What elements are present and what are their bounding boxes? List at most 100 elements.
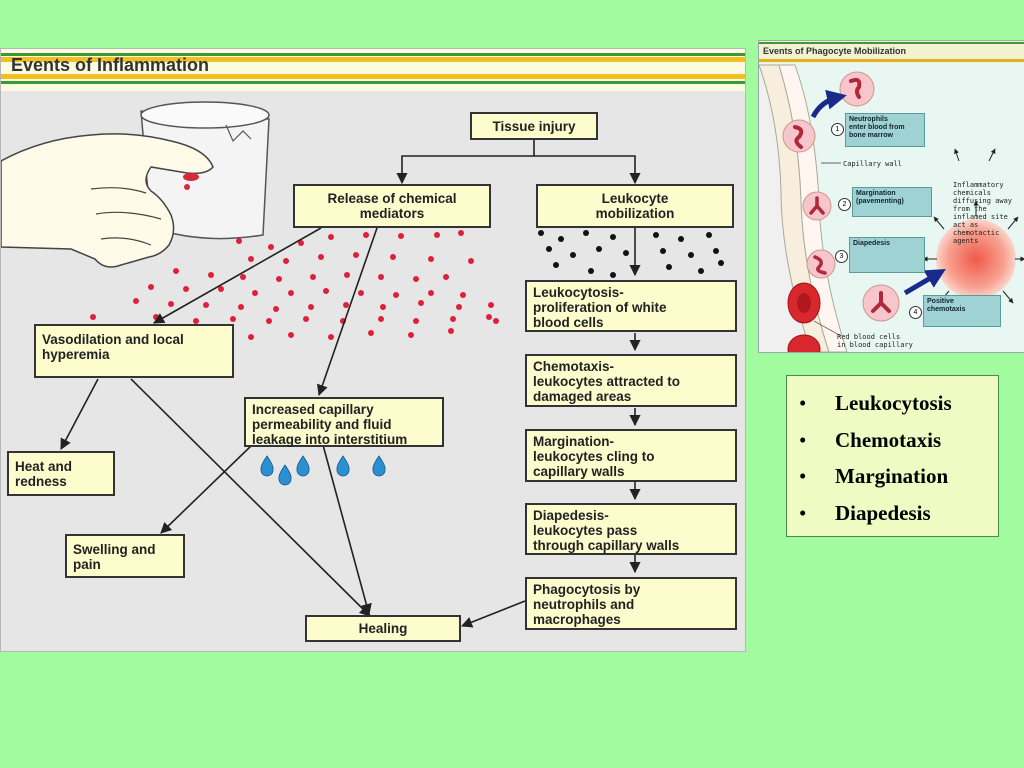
- box-leukocyte-mobilization: Leukocyte mobilization: [536, 184, 734, 228]
- dot: [713, 248, 719, 254]
- dot: [252, 290, 258, 296]
- box-margination: Margination- leukocytes cling to capilla…: [525, 429, 737, 482]
- dot: [468, 258, 474, 264]
- box-vasodilation: Vasodilation and local hyperemia: [34, 324, 234, 378]
- red-blood-cells-label: Red blood cells in blood capillary: [837, 333, 913, 349]
- step-label: Neutrophils enter blood from bone marrow: [845, 113, 925, 147]
- header-stripe: [1, 53, 745, 56]
- dot: [488, 302, 494, 308]
- dot: [203, 302, 209, 308]
- dot: [718, 260, 724, 266]
- right-header-stripe: [759, 59, 1024, 62]
- step-label: Positive chemotaxis: [923, 295, 1001, 327]
- dot: [443, 274, 449, 280]
- dot: [610, 234, 616, 240]
- box-leukocytosis: Leukocytosis- proliferation of white blo…: [525, 280, 737, 332]
- dot: [276, 276, 282, 282]
- dot: [610, 272, 616, 278]
- step-label: Diapedesis: [849, 237, 925, 273]
- bullet-item: Leukocytosis: [787, 385, 998, 422]
- drop: [372, 455, 386, 477]
- red-blood-cells: [787, 282, 821, 352]
- box-release-mediators: Release of chemical mediators: [293, 184, 491, 228]
- phagocyte-mobilization-diagram: Events of Phagocyte Mobilization: [758, 40, 1024, 353]
- chemotaxis-arrow: [903, 268, 946, 296]
- connectors: [60, 139, 641, 628]
- dot: [318, 254, 324, 260]
- dot: [546, 246, 552, 252]
- dot: [273, 306, 279, 312]
- dot: [208, 272, 214, 278]
- dot: [666, 264, 672, 270]
- inflammatory-chemicals-label: Inflammatory chemicals diffusing away fr…: [953, 181, 1013, 245]
- inflammation-diagram: Events of Inflammation: [0, 48, 746, 652]
- dot: [303, 316, 309, 322]
- dot: [493, 318, 499, 324]
- bullet-item: Chemotaxis: [787, 422, 998, 459]
- drop: [296, 455, 310, 477]
- dot: [378, 274, 384, 280]
- summary-bullet-box: Leukocytosis Chemotaxis Margination Diap…: [786, 375, 999, 537]
- step-number: 1: [831, 123, 844, 136]
- header-stripe: [1, 57, 745, 62]
- dot: [283, 258, 289, 264]
- dot: [288, 332, 294, 338]
- fluid-drops: [260, 455, 386, 486]
- dot: [570, 252, 576, 258]
- inflamed-site-glow: [936, 219, 1016, 299]
- dot: [456, 304, 462, 310]
- bullet-item: Diapedesis: [787, 495, 998, 532]
- dot: [596, 246, 602, 252]
- dot: [133, 298, 139, 304]
- dot: [653, 232, 659, 238]
- dot: [413, 276, 419, 282]
- dot: [688, 252, 694, 258]
- entry-arrow: [810, 89, 847, 119]
- dot: [390, 254, 396, 260]
- dot: [153, 314, 159, 320]
- dot: [328, 234, 334, 240]
- dot: [408, 332, 414, 338]
- dot: [236, 238, 242, 244]
- dot: [240, 274, 246, 280]
- dot: [458, 230, 464, 236]
- box-tissue-injury: Tissue injury: [470, 112, 598, 140]
- dot: [698, 268, 704, 274]
- summary-bullet-list: Leukocytosis Chemotaxis Margination Diap…: [787, 385, 998, 531]
- dot: [193, 318, 199, 324]
- box-chemotaxis: Chemotaxis- leukocytes attracted to dama…: [525, 354, 737, 407]
- box-diapedesis: Diapedesis- leukocytes pass through capi…: [525, 503, 737, 555]
- dot: [486, 314, 492, 320]
- step-number: 2: [838, 198, 851, 211]
- dot: [448, 328, 454, 334]
- dot: [623, 250, 629, 256]
- diagram-title: Events of Inflammation: [11, 55, 209, 75]
- box-swelling-pain: Swelling and pain: [65, 534, 185, 578]
- dot: [398, 233, 404, 239]
- box-capillary-permeability: Increased capillary permeability and flu…: [244, 397, 444, 447]
- dot: [460, 292, 466, 298]
- hand-illustration: [1, 101, 270, 268]
- dot: [230, 316, 236, 322]
- right-diagram-title: Events of Phagocyte Mobilization: [763, 46, 906, 56]
- dot: [678, 236, 684, 242]
- dot: [238, 304, 244, 310]
- dot: [583, 230, 589, 236]
- right-header-band: [759, 41, 1024, 63]
- dot: [428, 290, 434, 296]
- dot: [660, 248, 666, 254]
- dot: [353, 252, 359, 258]
- dot: [288, 290, 294, 296]
- dot: [450, 316, 456, 322]
- dot: [553, 262, 559, 268]
- header-stripe: [1, 81, 745, 84]
- drop: [260, 455, 274, 477]
- dot: [308, 304, 314, 310]
- dot: [363, 232, 369, 238]
- rbc-pointer: [813, 320, 842, 337]
- dot: [368, 330, 374, 336]
- drop: [336, 455, 350, 477]
- dot: [173, 268, 179, 274]
- dot: [358, 290, 364, 296]
- dot: [298, 240, 304, 246]
